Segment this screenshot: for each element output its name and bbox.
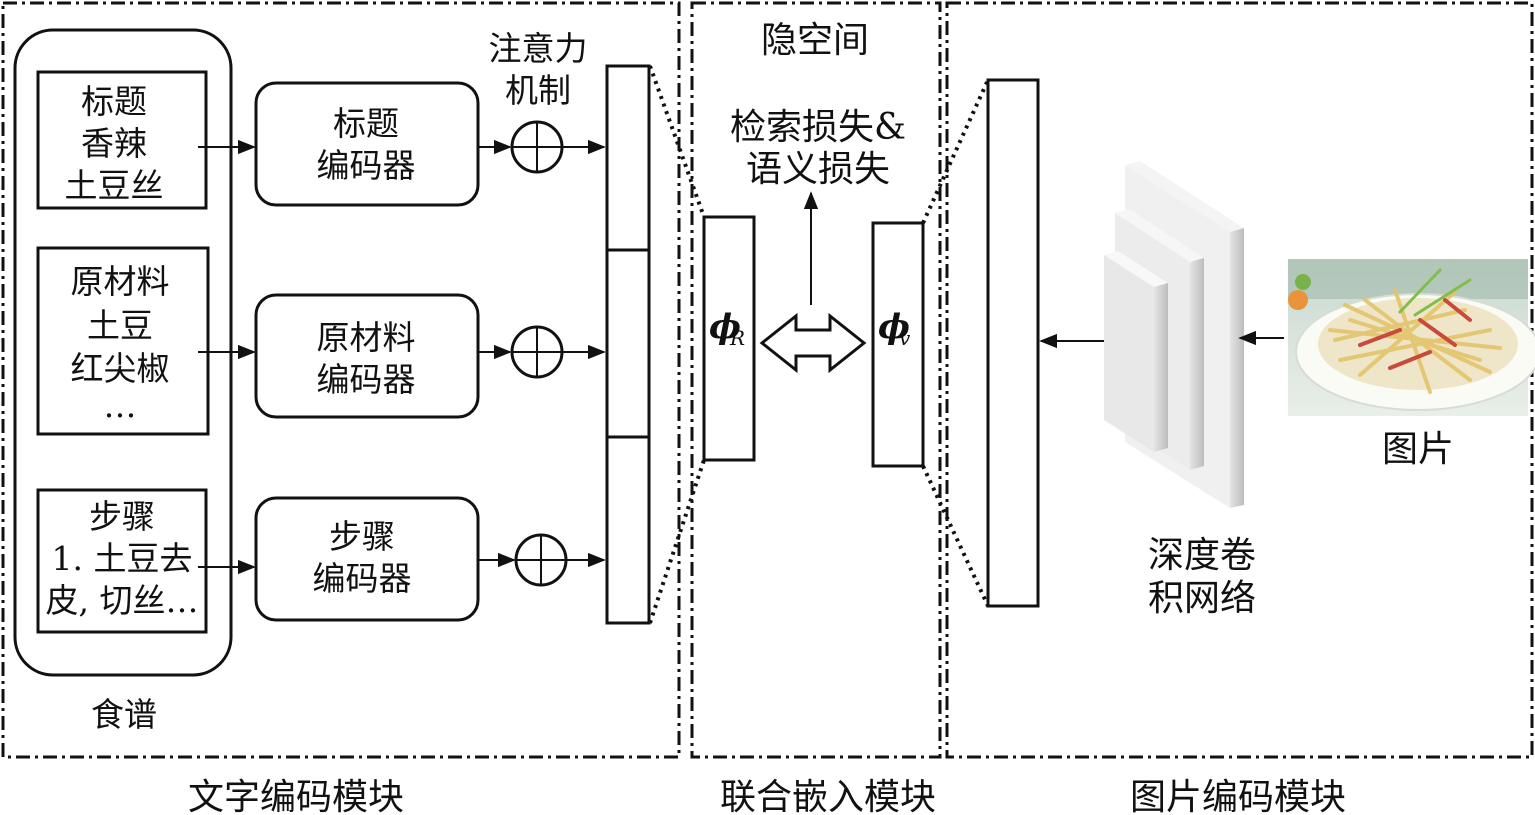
recipe-ingredients-line: 原材料 [71,262,170,301]
recipe-title-line: 标题 [81,82,147,121]
recipe-steps-line: 1. 土豆去 [52,539,193,578]
recipe-ingredients-line: 土豆 [87,306,153,345]
title-encoder-line: 标题 [333,104,399,143]
food-photo [1288,259,1535,416]
image-label: 图片 [1382,429,1454,470]
text-module-frame [1,1,681,759]
steps-encoder-line: 编码器 [313,559,412,598]
projection-dotted-line [648,459,706,624]
recipe-label: 食谱 [91,695,157,734]
recipe-steps-line: 皮, 切丝… [46,581,199,620]
title-encoder-line: 编码器 [317,146,416,185]
latent-space-label: 隐空间 [761,20,869,61]
cnn-layers-icon [1104,161,1244,508]
ingredients-encoder-line: 原材料 [317,318,416,357]
title-encoder: 标题 编码器 [254,81,480,207]
recipe-title-line: 土豆丝 [65,166,164,205]
attention-label-line: 机制 [505,71,571,110]
ingredients-encoder: 原材料 编码器 [254,293,480,419]
recipe-steps-line: 步骤 [89,497,155,536]
recipe-ingredients-line: 红尖椒 [71,349,170,388]
recipe-title-box: 标题 香辣 土豆丝 [36,70,208,210]
joint-module-label: 联合嵌入模块 [720,777,936,815]
attention-label-line: 注意力 [489,29,588,68]
attention-oplus-icon [514,533,568,587]
recipe-ingredients-line: … [104,386,137,425]
recipe-title-line: 香辣 [81,124,147,163]
projection-dotted-line [921,79,990,224]
attention-oplus-icon [510,120,564,174]
recipe-steps-box: 步骤 1. 土豆去 皮, 切丝… [36,488,208,634]
phi-v-symbol: ϕ [878,307,910,347]
recipe-ingredients-box: 原材料 土豆 红尖椒 … [36,246,210,436]
phi-v-embedding: ϕ v [871,221,925,468]
loss-label-line: 语义损失 [746,149,890,190]
image-feature-vector [986,78,1040,608]
text-module-label: 文字编码模块 [188,777,404,815]
attention-oplus-icon [510,325,564,379]
projection-dotted-line [921,465,990,607]
loss-label-line: 检索损失& [730,107,906,148]
steps-encoder-line: 步骤 [329,517,395,556]
joint-module-frame [690,1,942,759]
cnn-label-line: 积网络 [1148,578,1256,619]
phi-v-subscript: v [899,326,911,350]
double-arrow-icon [759,312,867,374]
projection-dotted-line [648,65,706,218]
text-feature-vector [605,64,651,625]
image-module-frame [945,1,1534,759]
steps-encoder: 步骤 编码器 [254,496,480,622]
cnn-label-line: 深度卷 [1148,535,1256,576]
phi-r-symbol: ϕ [709,307,741,347]
phi-r-subscript: R [729,326,745,350]
image-module-label: 图片编码模块 [1130,777,1346,815]
phi-r-embedding: ϕ R [702,215,756,462]
ingredients-encoder-line: 编码器 [317,360,416,399]
